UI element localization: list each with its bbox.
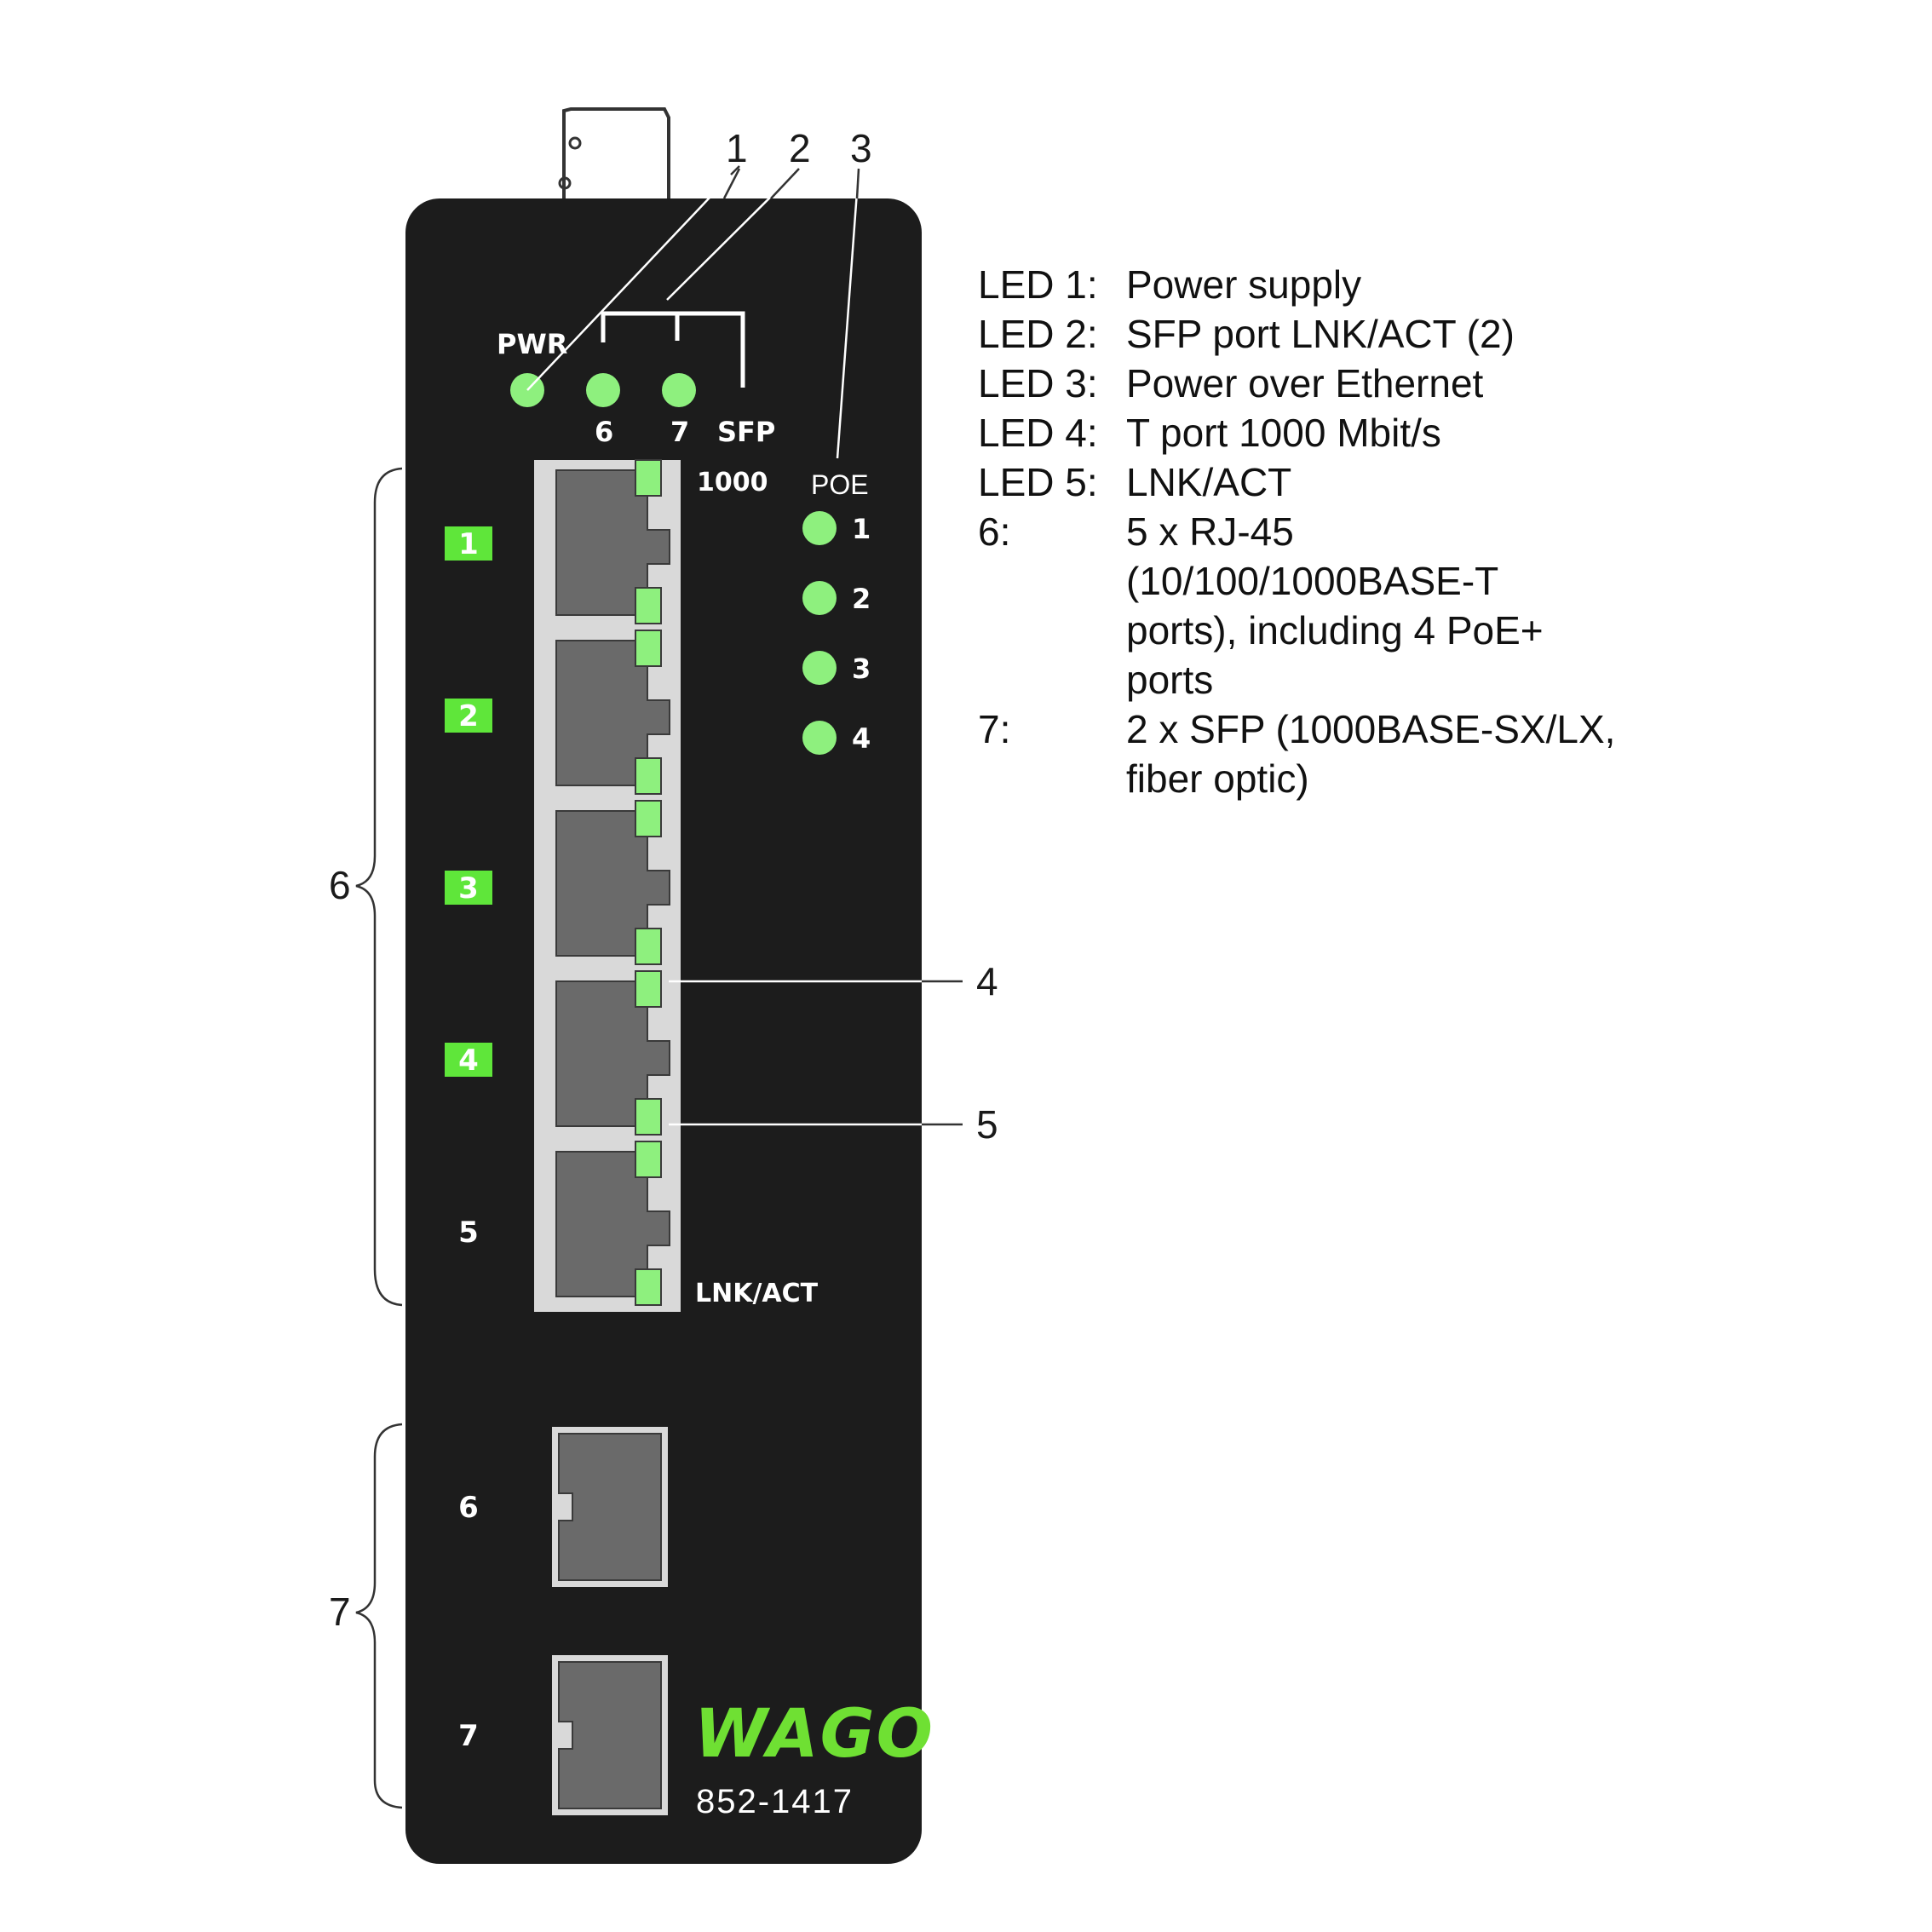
callout-number-3: 3 xyxy=(850,126,872,170)
speed-1000-label: 1000 xyxy=(697,468,768,497)
callout-number-1: 1 xyxy=(726,126,748,170)
sfp-led-7-number: 7 xyxy=(670,416,689,448)
speed-1000-led xyxy=(635,970,662,1008)
callout-line-3 xyxy=(836,168,860,459)
poe-led-4 xyxy=(802,721,837,755)
speed-1000-led xyxy=(635,1141,662,1178)
rj45-port-number: 3 xyxy=(458,871,479,906)
sfp-port-number: 6 xyxy=(458,1491,479,1525)
legend-key: LED 4: xyxy=(978,411,1098,455)
legend-key: LED 1: xyxy=(978,262,1098,307)
sfp-led-6 xyxy=(586,373,620,407)
poe-led-number: 2 xyxy=(852,583,871,615)
legend-key: 6: xyxy=(978,509,1010,554)
legend-description: ports), including 4 PoE+ xyxy=(1126,608,1544,653)
clip-hole-icon xyxy=(558,176,572,190)
model-number: 852-1417 xyxy=(696,1783,854,1820)
poe-led-group: 1 2 3 4 xyxy=(802,511,871,755)
poe-led-number: 1 xyxy=(852,513,871,545)
legend-description: Power over Ethernet xyxy=(1126,361,1484,405)
rj45-port-number: 5 xyxy=(458,1216,479,1250)
callout-line-1-top xyxy=(722,168,741,199)
sfp-port-number: 7 xyxy=(458,1719,479,1753)
callout-line-1-outside xyxy=(730,165,740,175)
rj45-port-number: 4 xyxy=(458,1044,479,1078)
legend-description: SFP port LNK/ACT (2) xyxy=(1126,312,1515,356)
poe-label: POE xyxy=(811,469,869,500)
sfp-label: SFP xyxy=(717,416,775,448)
poe-led-1 xyxy=(802,511,837,545)
poe-led-3 xyxy=(802,651,837,685)
port-number-group: 1 2 3 4 5 xyxy=(445,526,492,1250)
lnk-act-label: LNK/ACT xyxy=(695,1279,819,1308)
legend-description: LNK/ACT xyxy=(1126,460,1291,504)
callout-number-4: 4 xyxy=(976,959,998,1003)
legend-key: LED 3: xyxy=(978,361,1098,405)
brace-rj45 xyxy=(355,467,403,1307)
callout-line-2-top xyxy=(770,168,800,199)
lnk-act-led xyxy=(635,1268,662,1306)
legend-description: 5 x RJ-45 xyxy=(1126,509,1294,554)
callout-line-1 xyxy=(526,165,740,391)
clip-hole-icon xyxy=(568,136,582,150)
sfp-port-group: 67 xyxy=(458,1427,668,1815)
sfp-led-bracket xyxy=(601,311,745,388)
poe-led-number: 3 xyxy=(852,653,871,685)
speed-1000-led xyxy=(635,459,662,497)
legend-key: LED 5: xyxy=(978,460,1098,504)
lnk-act-led xyxy=(635,1098,662,1136)
lnk-act-led xyxy=(635,587,662,624)
din-rail-clip xyxy=(562,107,670,204)
speed-1000-led xyxy=(635,800,662,837)
sfp-port-6 xyxy=(558,1433,662,1581)
sfp-led-7 xyxy=(662,373,696,407)
pwr-label: PWR xyxy=(497,328,567,360)
poe-port-badge xyxy=(445,1043,492,1077)
rj45-port-group xyxy=(555,459,670,1306)
legend-description: 2 x SFP (1000BASE-SX/LX, xyxy=(1126,707,1615,751)
legend-key: 7: xyxy=(978,707,1010,751)
legend-description: (10/100/1000BASE-T xyxy=(1126,559,1498,603)
poe-port-badge xyxy=(445,526,492,561)
legend-description: fiber optic) xyxy=(1126,756,1309,801)
legend-description: ports xyxy=(1126,658,1213,702)
legend-description: Power supply xyxy=(1126,262,1361,307)
sfp-port-7 xyxy=(558,1661,662,1809)
speed-1000-led xyxy=(635,630,662,667)
callout-number-6: 6 xyxy=(329,863,351,907)
sfp-led-6-number: 6 xyxy=(595,416,613,448)
poe-led-2 xyxy=(802,581,837,615)
poe-port-badge xyxy=(445,699,492,733)
legend-key: LED 2: xyxy=(978,312,1098,356)
callout-number-2: 2 xyxy=(789,126,811,170)
callout-number-7: 7 xyxy=(329,1590,351,1634)
brace-sfp xyxy=(355,1423,403,1809)
legend-description: T port 1000 Mbit/s xyxy=(1126,411,1441,455)
wago-logo: WAGO xyxy=(694,1696,934,1773)
callout-number-5: 5 xyxy=(976,1102,998,1147)
lnk-act-led xyxy=(635,757,662,795)
poe-led-number: 4 xyxy=(852,722,871,755)
callout-line-3-top xyxy=(855,168,860,199)
rj45-port-number: 2 xyxy=(458,699,479,733)
rj45-port-number: 1 xyxy=(458,527,479,561)
lnk-act-led xyxy=(635,928,662,965)
poe-port-badge xyxy=(445,871,492,905)
